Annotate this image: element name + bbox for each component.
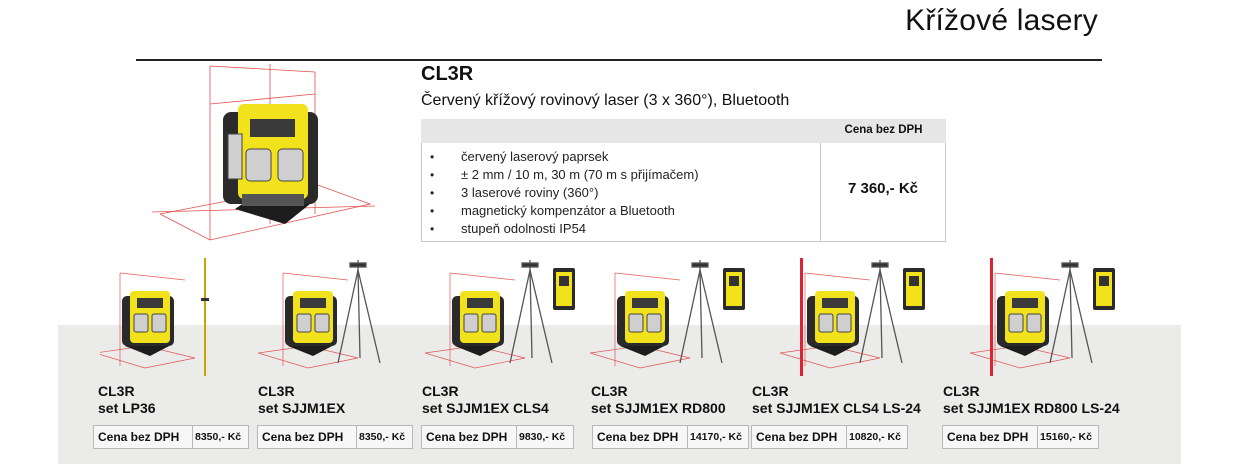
variant-set-name: set SJJM1EX RD800: [591, 400, 726, 416]
variant-set-name: set SJJM1EX CLS4: [422, 400, 549, 416]
pole-icon: [201, 258, 209, 376]
variant-price-label: Cena bez DPH: [258, 426, 357, 448]
variant-price-label: Cena bez DPH: [422, 426, 517, 448]
variant-set-name: set SJJM1EX: [258, 400, 346, 416]
price-table-header: Cena bez DPH: [421, 119, 946, 143]
receiver-icon: [903, 268, 925, 310]
variant-price-value: 8350,- Kč: [359, 431, 406, 443]
rod-icon: [990, 258, 993, 376]
laser-level-icon: [452, 291, 504, 356]
feature-item: stupeň odolnosti IP54: [430, 220, 699, 238]
variant-price-label: Cena bez DPH: [943, 426, 1038, 448]
variant-image: [425, 260, 575, 369]
tripod-icon: [1049, 260, 1093, 364]
tripod-icon: [509, 260, 553, 364]
variant-image: [779, 258, 925, 376]
variant-set-name: set LP36: [98, 400, 156, 416]
variant-model: CL3R: [258, 383, 295, 399]
tripod-icon: [337, 260, 381, 364]
variant-price-value: 9830,- Kč: [519, 431, 566, 443]
laser-level-icon: [807, 291, 859, 356]
variant-image: [969, 258, 1115, 376]
price-header-label: Cena bez DPH: [844, 124, 923, 136]
receiver-icon: [1093, 268, 1115, 310]
feature-item: magnetický kompenzátor a Bluetooth: [430, 202, 699, 220]
variant-image: [258, 260, 381, 369]
feature-list: červený laserový paprsek ± 2 mm / 10 m, …: [430, 148, 699, 238]
variant-model: CL3R: [591, 383, 628, 399]
receiver-icon: [553, 268, 575, 310]
laser-level-icon: [997, 291, 1049, 356]
variant-model: CL3R: [943, 383, 980, 399]
laser-level-icon: [285, 291, 337, 356]
variant-image: [590, 260, 745, 369]
title-divider: [136, 59, 1102, 61]
receiver-icon: [723, 268, 745, 310]
tripod-icon: [679, 260, 723, 364]
variant-price-value: 10820,- Kč: [849, 431, 901, 443]
main-product-image: [151, 64, 376, 241]
variant-price-label: Cena bez DPH: [593, 426, 688, 448]
laser-level-icon: [122, 291, 174, 356]
laser-level-icon: [617, 291, 669, 356]
variant-price-value: 15160,- Kč: [1040, 431, 1092, 443]
laser-level-icon: [223, 104, 318, 224]
variant-model: CL3R: [98, 383, 135, 399]
product-description: Červený křížový rovinový laser (3 x 360°…: [421, 92, 790, 109]
variant-image: [100, 258, 209, 376]
variant-model: CL3R: [752, 383, 789, 399]
feature-item: 3 laserové roviny (360°): [430, 184, 699, 202]
page-title: Křížové lasery: [905, 4, 1098, 37]
variant-set-name: set SJJM1EX RD800 LS-24: [943, 400, 1120, 416]
tripod-icon: [859, 260, 903, 364]
price-divider: [820, 143, 821, 241]
variant-price-label: Cena bez DPH: [94, 426, 193, 448]
rod-icon: [800, 258, 803, 376]
product-name: CL3R: [421, 63, 474, 85]
variant-price-value: 14170,- Kč: [690, 431, 742, 443]
variant-price-label: Cena bez DPH: [752, 426, 847, 448]
variant-model: CL3R: [422, 383, 459, 399]
price-table-body: červený laserový paprsek ± 2 mm / 10 m, …: [421, 143, 946, 242]
main-price: 7 360,- Kč: [847, 180, 919, 197]
variant-price-value: 8350,- Kč: [195, 431, 242, 443]
feature-item: červený laserový paprsek: [430, 148, 699, 166]
price-table: Cena bez DPH červený laserový paprsek ± …: [421, 119, 946, 243]
variant-set-name: set SJJM1EX CLS4 LS-24: [752, 400, 921, 416]
feature-item: ± 2 mm / 10 m, 30 m (70 m s přijímačem): [430, 166, 699, 184]
